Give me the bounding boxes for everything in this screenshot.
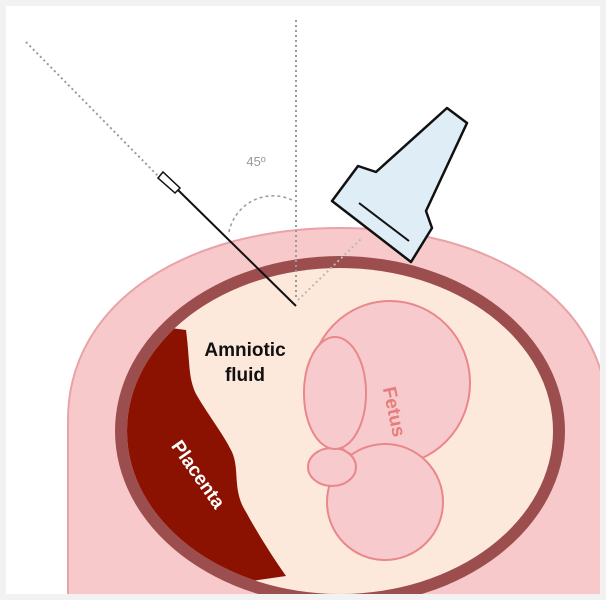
fetus-arm	[304, 337, 366, 449]
angle-arc	[229, 196, 292, 232]
needle-trajectory-line	[26, 42, 160, 178]
fetus-limb	[308, 448, 356, 486]
amniotic-fluid-label-line2: fluid	[225, 365, 265, 386]
amniotic-fluid-label-line1: Amniotic	[204, 340, 286, 361]
angle-label: 45º	[246, 154, 265, 169]
